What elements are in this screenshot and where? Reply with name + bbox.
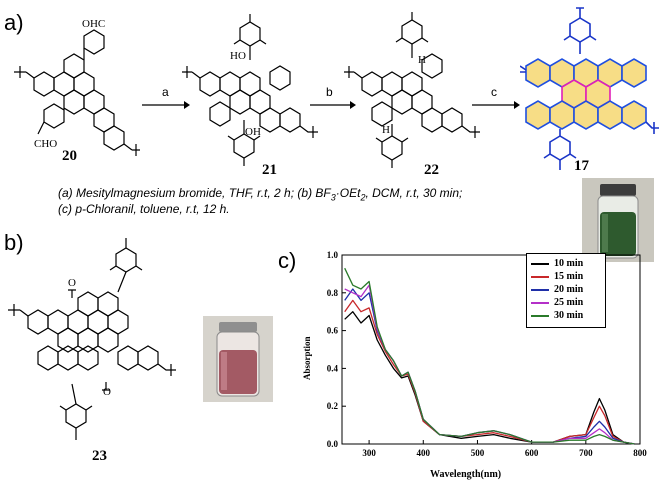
y-axis-label: Absorption (302, 336, 312, 380)
atom-label-o-bottom: O (103, 386, 111, 398)
uv-vis-chart: 0.0 0.2 0.4 0.6 0.8 1.0 300 400 500 600 700 800 (327, 250, 648, 458)
series-line-5 (344, 267, 635, 445)
legend-entry-15min: 15 min (527, 270, 605, 283)
compound-label-21: 21 (262, 162, 277, 178)
legend-entry-20min: 20 min (527, 283, 605, 296)
chart-legend: 10 min 15 min 20 min 25 min 30 min (526, 253, 606, 328)
y-tick-label: 0.0 (327, 439, 339, 449)
atom-label-cho: CHO (34, 138, 58, 150)
x-tick-label: 700 (579, 448, 593, 458)
legend-entry-30min: 30 min (527, 309, 605, 322)
legend-swatch (531, 301, 549, 304)
x-tick-label: 300 (362, 448, 376, 458)
compound-label-23: 23 (92, 448, 107, 464)
y-tick-label: 0.6 (327, 326, 339, 336)
compound-label-22: 22 (424, 162, 439, 178)
vial-photo-red (203, 316, 273, 402)
vial-photo-green (582, 178, 654, 262)
reaction-arrow-b (310, 101, 356, 109)
series-line-2 (344, 299, 635, 445)
atom-label-h-bottom: H (382, 124, 390, 136)
conditions-line-2: (c) p-Chloranil, toluene, r.t, 12 h. (58, 202, 230, 216)
legend-entry-10min: 10 min (527, 257, 605, 270)
legend-swatch (531, 288, 549, 291)
legend-swatch (531, 262, 549, 265)
x-tick-label: 500 (471, 448, 485, 458)
x-tick-label: 600 (525, 448, 539, 458)
atom-label-h-top: H (418, 54, 426, 66)
y-tick-label: 0.8 (327, 288, 339, 298)
y-tick-label: 1.0 (327, 250, 339, 260)
compound-label-17: 17 (574, 158, 589, 174)
molecule-17-structure (520, 7, 659, 170)
y-tick-label: 0.4 (327, 363, 339, 373)
arrow-a-label: a (162, 85, 169, 99)
molecule-23-structure (8, 238, 176, 440)
x-tick-label: 800 (633, 448, 647, 458)
series-line-1 (344, 311, 635, 445)
y-tick-label: 0.2 (327, 401, 339, 411)
molecule-22-structure (344, 12, 480, 168)
atom-label-ohc: OHC (82, 18, 106, 30)
vial-green-icon (597, 184, 639, 259)
reaction-arrow-a (142, 101, 190, 109)
reaction-arrow-c (472, 101, 520, 109)
plot-frame (341, 254, 641, 445)
panel-c-label: c) (278, 248, 297, 273)
x-axis-label: Wavelength(nm) (430, 469, 502, 480)
vial-red-icon (216, 322, 260, 397)
legend-swatch (531, 314, 549, 317)
arrow-b-label: b (326, 85, 333, 99)
molecule-20-structure (14, 29, 140, 156)
atom-label-oh: OH (245, 126, 261, 138)
atom-label-o-top: O (68, 277, 76, 289)
legend-entry-25min: 25 min (527, 296, 605, 309)
panel-a-label: a) (4, 10, 24, 35)
legend-swatch (531, 275, 549, 278)
molecule-21-structure (182, 14, 318, 166)
arrow-c-label: c (491, 85, 497, 99)
x-tick-label: 400 (417, 448, 431, 458)
atom-label-ho: HO (230, 50, 246, 62)
compound-label-20: 20 (62, 148, 77, 164)
conditions-line-1: (a) Mesitylmagnesium bromide, THF, r.t, … (58, 186, 463, 203)
panel-b-label: b) (4, 230, 24, 255)
